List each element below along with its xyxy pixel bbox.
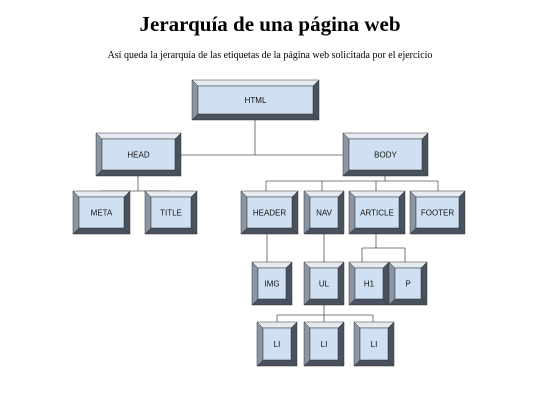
node-nav: NAV (303, 190, 345, 235)
node-label-head: HEAD (127, 151, 149, 160)
diagram-subtitle: Así queda la jerarquía de las etiquetas … (107, 50, 433, 61)
node-label-html: HTML (245, 96, 267, 105)
node-label-footer: FOOTER (421, 209, 455, 218)
node-meta: META (72, 190, 131, 235)
node-label-nav: NAV (316, 209, 333, 218)
node-li3: LI (353, 321, 395, 367)
node-label-p: P (405, 280, 410, 289)
node-label-meta: META (91, 209, 113, 218)
node-label-li2: LI (321, 340, 328, 349)
node-li2: LI (303, 321, 345, 367)
node-p: P (388, 261, 428, 306)
node-footer: FOOTER (409, 190, 466, 235)
node-h1: H1 (348, 261, 390, 306)
connector-lines (101, 120, 439, 322)
diagram-title: Jerarquía de una página web (139, 12, 401, 36)
node-img: IMG (251, 261, 293, 306)
node-body: BODY (342, 132, 429, 177)
node-title: TITLE (144, 190, 198, 235)
node-label-img: IMG (264, 280, 279, 289)
node-html: HTML (191, 79, 320, 121)
node-label-ul: UL (319, 280, 330, 289)
node-label-body: BODY (374, 151, 397, 160)
node-article: ARTICLE (348, 190, 406, 235)
node-boxes: HTML HEAD BODY META TITLE HEADER NAV ARTICLE FOO… (72, 79, 466, 367)
node-head: HEAD (95, 132, 182, 177)
node-li1: LI (256, 321, 298, 367)
node-label-h1: H1 (364, 280, 375, 289)
node-label-li1: LI (274, 340, 281, 349)
node-label-article: ARTICLE (360, 209, 394, 218)
node-label-header: HEADER (253, 209, 287, 218)
node-ul: UL (303, 261, 345, 306)
node-label-li3: LI (371, 340, 378, 349)
node-label-title: TITLE (160, 209, 182, 218)
node-header: HEADER (240, 190, 299, 235)
